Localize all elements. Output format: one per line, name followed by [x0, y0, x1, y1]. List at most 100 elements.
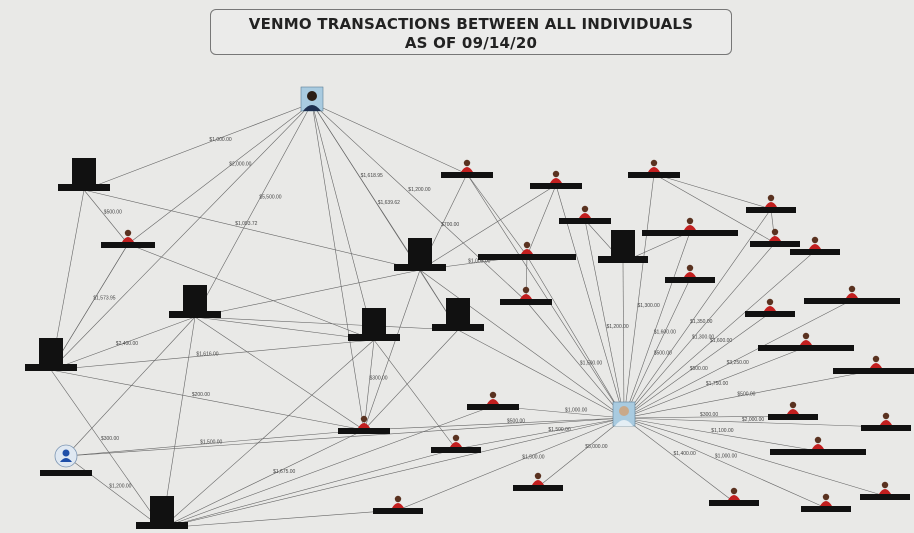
person-head-icon — [686, 217, 694, 225]
person-icon — [521, 249, 533, 254]
edge-amount-label: $1,300.00 — [638, 303, 660, 309]
edge-amount-label: $1,000.00 — [565, 408, 587, 414]
redaction-bar — [394, 264, 446, 271]
edge-amount-label: $1,400.00 — [674, 451, 696, 457]
person-node — [559, 205, 611, 224]
transaction-edge — [373, 339, 457, 450]
transaction-edge — [525, 255, 528, 302]
edge-amount-label: $1,675.00 — [273, 469, 295, 475]
edge-amount-label: $5,000.00 — [585, 444, 607, 450]
person-icon — [684, 225, 696, 230]
redaction-bar — [432, 324, 484, 331]
transaction-edge — [623, 346, 807, 419]
redaction-bar — [801, 506, 851, 512]
redaction-bar — [746, 207, 796, 213]
redaction-bar — [642, 230, 738, 236]
redaction-bar — [441, 172, 493, 178]
transaction-edge — [65, 429, 365, 457]
person-head-icon — [124, 229, 132, 237]
redaction-bar — [861, 425, 911, 431]
redaction-bar — [101, 242, 155, 248]
person-head-icon — [881, 481, 889, 489]
transaction-edge — [623, 312, 771, 419]
transaction-edge — [622, 261, 625, 419]
person-icon — [532, 480, 544, 485]
person-node — [101, 229, 155, 248]
transaction-edge — [83, 102, 313, 191]
edge-amount-label: $300.00 — [101, 436, 119, 442]
person-head-icon — [581, 205, 589, 213]
shoulders-icon — [615, 420, 633, 426]
transaction-edge — [161, 417, 625, 529]
transaction-edge — [161, 339, 375, 529]
person-head-icon — [882, 412, 890, 420]
person-head-icon — [463, 159, 471, 167]
person-head-icon — [766, 298, 774, 306]
transaction-edge — [50, 369, 163, 529]
redaction-block — [72, 158, 96, 186]
redacted-node — [432, 298, 484, 331]
edge-amount-label: $1,100.00 — [711, 428, 733, 434]
transaction-edge — [311, 102, 365, 431]
redaction-bar — [860, 494, 910, 500]
redaction-bar — [40, 470, 92, 476]
person-head-icon — [686, 264, 694, 272]
redaction-bar — [431, 447, 481, 453]
transaction-edge — [194, 316, 459, 331]
person-node — [628, 159, 680, 178]
edge-amount-label: $700.00 — [441, 222, 459, 228]
edge-amount-label: $1,093.72 — [235, 221, 257, 227]
redaction-bar — [628, 172, 680, 178]
transaction-edge — [623, 417, 735, 503]
transaction-edge — [363, 269, 421, 431]
person-icon — [450, 442, 462, 447]
redacted-node — [348, 308, 400, 341]
person-icon — [461, 167, 473, 172]
transaction-edge — [194, 102, 313, 318]
transaction-edge — [65, 316, 196, 457]
transaction-edge — [584, 219, 625, 419]
person-icon — [684, 272, 696, 277]
person-node — [861, 412, 911, 431]
person-node — [709, 487, 759, 506]
transaction-edge — [455, 417, 625, 450]
edge-amount-label: $2,000.00 — [229, 161, 251, 167]
edge-amount-label: $200.00 — [192, 392, 210, 398]
person-head-icon — [848, 285, 856, 293]
edge-amount-label: $2,400.00 — [116, 341, 138, 347]
edge-amount-label: $1,750.00 — [706, 381, 728, 387]
transaction-edge — [623, 208, 772, 419]
edge-amount-label: $1,600.00 — [710, 338, 732, 344]
face-icon — [619, 406, 629, 416]
person-icon — [809, 244, 821, 249]
transaction-edge — [466, 173, 528, 257]
person-icon — [880, 420, 892, 425]
person-node — [745, 298, 795, 317]
redaction-block — [611, 230, 635, 258]
edge-amount-label: $1,000.00 — [468, 259, 490, 265]
edge-amount-label: $2,000.00 — [742, 417, 764, 423]
edge-amount-label: $1,573.95 — [93, 296, 115, 302]
person-head-icon — [650, 159, 658, 167]
person-icon — [812, 444, 824, 449]
person-icon — [800, 340, 812, 345]
edges-layer: $1,000.00$2,000.00$5,500.00$1,618.95$1,6… — [50, 102, 887, 529]
transaction-edge — [623, 278, 691, 419]
person-node — [746, 194, 796, 213]
edge-amount-label: $1,618.95 — [361, 173, 383, 179]
person-icon — [765, 202, 777, 207]
transaction-edge — [194, 316, 375, 341]
person-node — [441, 159, 493, 178]
person-head-icon — [360, 415, 368, 423]
transaction-edge — [311, 102, 459, 331]
transaction-edge — [50, 243, 129, 371]
transaction-edge — [161, 509, 399, 529]
person-icon — [358, 423, 370, 428]
person-icon — [769, 236, 781, 241]
diagram-title: VENMO TRANSACTIONS BETWEEN ALL INDIVIDUA… — [210, 9, 732, 55]
edge-amount-label: $1,500.00 — [580, 360, 602, 366]
redaction-bar — [513, 485, 563, 491]
person-icon — [728, 495, 740, 500]
transaction-edge — [623, 417, 819, 452]
